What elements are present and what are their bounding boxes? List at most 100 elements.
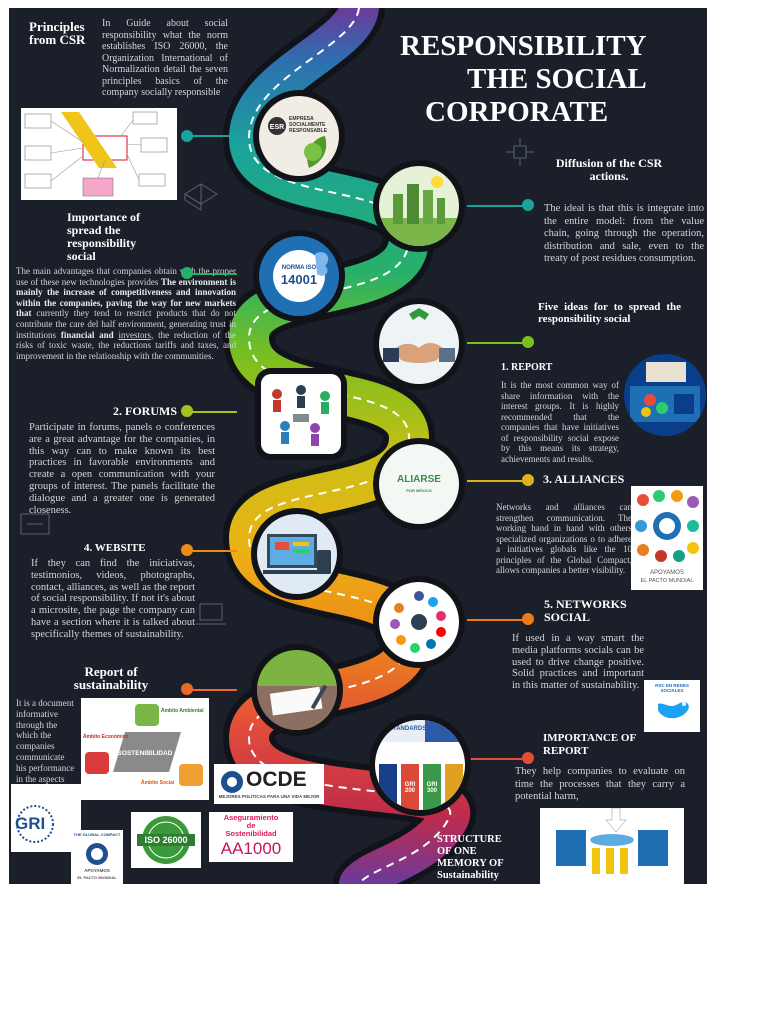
connector-five-ideas — [467, 342, 529, 344]
website-devices-circle — [257, 514, 337, 594]
importance-spread-body: The main advantages that companies obtai… — [16, 266, 236, 361]
svg-text:ESR: ESR — [270, 124, 284, 131]
connector-website — [187, 550, 237, 552]
circuit-icon — [506, 138, 534, 166]
gri-logo: GRI — [11, 784, 81, 852]
ambito-economico-label: Ámbito Económico — [83, 734, 129, 740]
iso-14001-circle: NORMA ISO 14001 — [259, 236, 339, 316]
node-diffusion — [522, 199, 534, 211]
sustainability-scopes-diagram: Ámbito Ambiental Ámbito Económico Ámbito… — [81, 698, 209, 800]
principles-diagram — [21, 108, 177, 200]
global-compact-text: THE GLOBAL COMPACT — [73, 832, 121, 837]
sustainability-report-body: It is a document informative through the… — [16, 698, 75, 784]
sustainability-report-heading: Report of sustainability — [73, 664, 149, 692]
ambito-ambiental-label: Ámbito Ambiental — [161, 708, 204, 714]
handshake-circle — [379, 304, 459, 384]
ocde-text: OCDE — [246, 768, 307, 791]
node-alliances — [522, 474, 534, 486]
importance-report-heading: IMPORTANCE OF REPORT — [543, 732, 636, 757]
node-importance-report — [522, 752, 534, 764]
esr-text-2: SOCIALMENTE — [289, 122, 326, 128]
connector-importance-report — [467, 758, 529, 760]
pacto-label-2: EL PACTO MUNDIAL — [77, 875, 117, 880]
iso-26000-logo: ISO 26000 — [131, 812, 201, 868]
social-networks-circle — [379, 582, 459, 662]
networks-heading: 5. NETWORKS SOCIAL — [544, 597, 627, 624]
node-networks — [522, 613, 534, 625]
node-principles — [181, 130, 193, 142]
standards-text: STANDARDS — [389, 726, 427, 732]
pacto-label-1: EL PACTO MUNDIAL — [640, 578, 694, 584]
investors-link[interactable]: investors, — [118, 329, 154, 340]
norma-number: 14001 — [280, 272, 318, 287]
title-line-3: CORPORATE — [425, 96, 609, 128]
notebook-circle — [257, 650, 337, 730]
importance-spread-text-financial: financial and — [60, 329, 114, 340]
connector-forums — [187, 411, 237, 413]
connector-alliances — [467, 480, 529, 482]
iso-26000-text: ISO 26000 — [144, 835, 188, 845]
rsc-twitter-image: RSC EN REDES SOCIALES — [644, 680, 700, 732]
structure-heading: STRUCTURE OF ONE MEMORY OF Sustainabilit… — [437, 834, 504, 881]
node-sustainability — [181, 683, 193, 695]
esr-circle: ESR EMPRESA SOCIALMENTE RESPONSABLE — [259, 96, 339, 176]
alliances-body: Networks and alliances can strengthen co… — [496, 502, 632, 575]
connector-diffusion — [467, 205, 529, 207]
sostenibilidad-label: SOSTENIBILIDAD — [117, 750, 173, 757]
node-importance — [181, 267, 193, 279]
aseguramiento-text-2: de — [246, 821, 256, 830]
report-book-image — [624, 354, 706, 436]
connector-sustainability — [187, 689, 237, 691]
ambito-social-label: Ámbito Social — [141, 780, 175, 786]
aliarse-circle: ALIARSE POR MÉXICO — [379, 444, 459, 524]
gri-standards-circle: STANDARDS GRI 200 GRI 300 — [375, 720, 465, 810]
report-structure-diagram — [540, 808, 684, 884]
forums-heading: 2. FORUMS — [113, 404, 177, 418]
connector-networks — [467, 619, 529, 621]
website-body: If they can find the iniciativas, testim… — [31, 558, 195, 640]
node-website — [181, 544, 193, 556]
importance-spread-text-2: currently they tend to restrict products… — [16, 308, 237, 340]
esr-text-3: RESPONSABLE — [289, 128, 328, 134]
networks-body: If used in a way smart the media platfor… — [512, 633, 644, 692]
importance-spread-heading: Importance of spread the responsibility … — [67, 210, 140, 263]
alliances-heading: 3. ALLIANCES — [543, 472, 625, 486]
aseguramiento-text-3: Sostenibilidad — [225, 829, 277, 838]
cube-network-icon — [184, 183, 218, 211]
aliarse-text: ALIARSE — [397, 474, 441, 485]
aa1000-text: AA1000 — [220, 839, 282, 858]
gri-text: GRI — [15, 814, 46, 833]
box-icon — [20, 513, 50, 535]
aliarse-sub-text: POR MÉXICO — [406, 488, 432, 493]
global-compact-logo: THE GLOBAL COMPACT APOYAMOS EL PACTO MUN… — [71, 830, 123, 884]
report-body: It is the most common way of share infor… — [501, 380, 619, 464]
laptop-icon — [196, 603, 226, 625]
connector-principles — [187, 135, 239, 137]
forum-people-circle — [261, 374, 341, 454]
importance-spread-text-bold: The environment is mainly the increase o… — [16, 276, 237, 319]
report-heading: 1. REPORT — [501, 362, 553, 373]
principles-heading: Principles from CSR — [29, 19, 86, 47]
website-heading: 4. WEBSITE — [84, 542, 146, 554]
norma-label: NORMA ISO — [281, 265, 317, 271]
diffusion-heading: Diffusion of the CSR actions. — [555, 156, 663, 183]
principles-body: In Guide about social responsibility wha… — [102, 18, 228, 98]
apoyamos-label-2: APOYAMOS — [84, 868, 110, 873]
ocde-logo: OCDE MEJORES POLÍTICAS PARA UNA VIDA MEJ… — [214, 764, 324, 804]
importance-spread-text-1: The main advantages that companies obtai… — [16, 266, 236, 287]
global-compact-logos: APOYAMOS EL PACTO MUNDIAL — [631, 486, 703, 590]
importance-spread-text-4: the reduction of the risks of toxic wast… — [16, 329, 237, 361]
ocde-subtext: MEJORES POLÍTICAS PARA UNA VIDA MEJOR — [218, 794, 320, 799]
node-five-ideas — [522, 336, 534, 348]
gri300-text: GRI 300 — [426, 782, 438, 794]
apoyamos-label-1: APOYAMOS — [650, 570, 684, 576]
node-forums — [181, 405, 193, 417]
infographic-poster: RESPONSIBILITY THE SOCIAL CORPORATE Prin… — [9, 8, 707, 884]
esr-text-1: EMPRESA — [289, 116, 314, 122]
five-ideas-heading: Five ideas for to spread the responsibil… — [538, 301, 681, 325]
diffusion-body: The ideal is that this is integrate into… — [544, 203, 704, 264]
title-line-1: RESPONSIBILITY — [400, 30, 647, 62]
connector-importance — [187, 273, 237, 275]
rsc-label: RSC EN REDES SOCIALES — [655, 683, 689, 693]
title-line-2: THE SOCIAL — [467, 63, 647, 95]
